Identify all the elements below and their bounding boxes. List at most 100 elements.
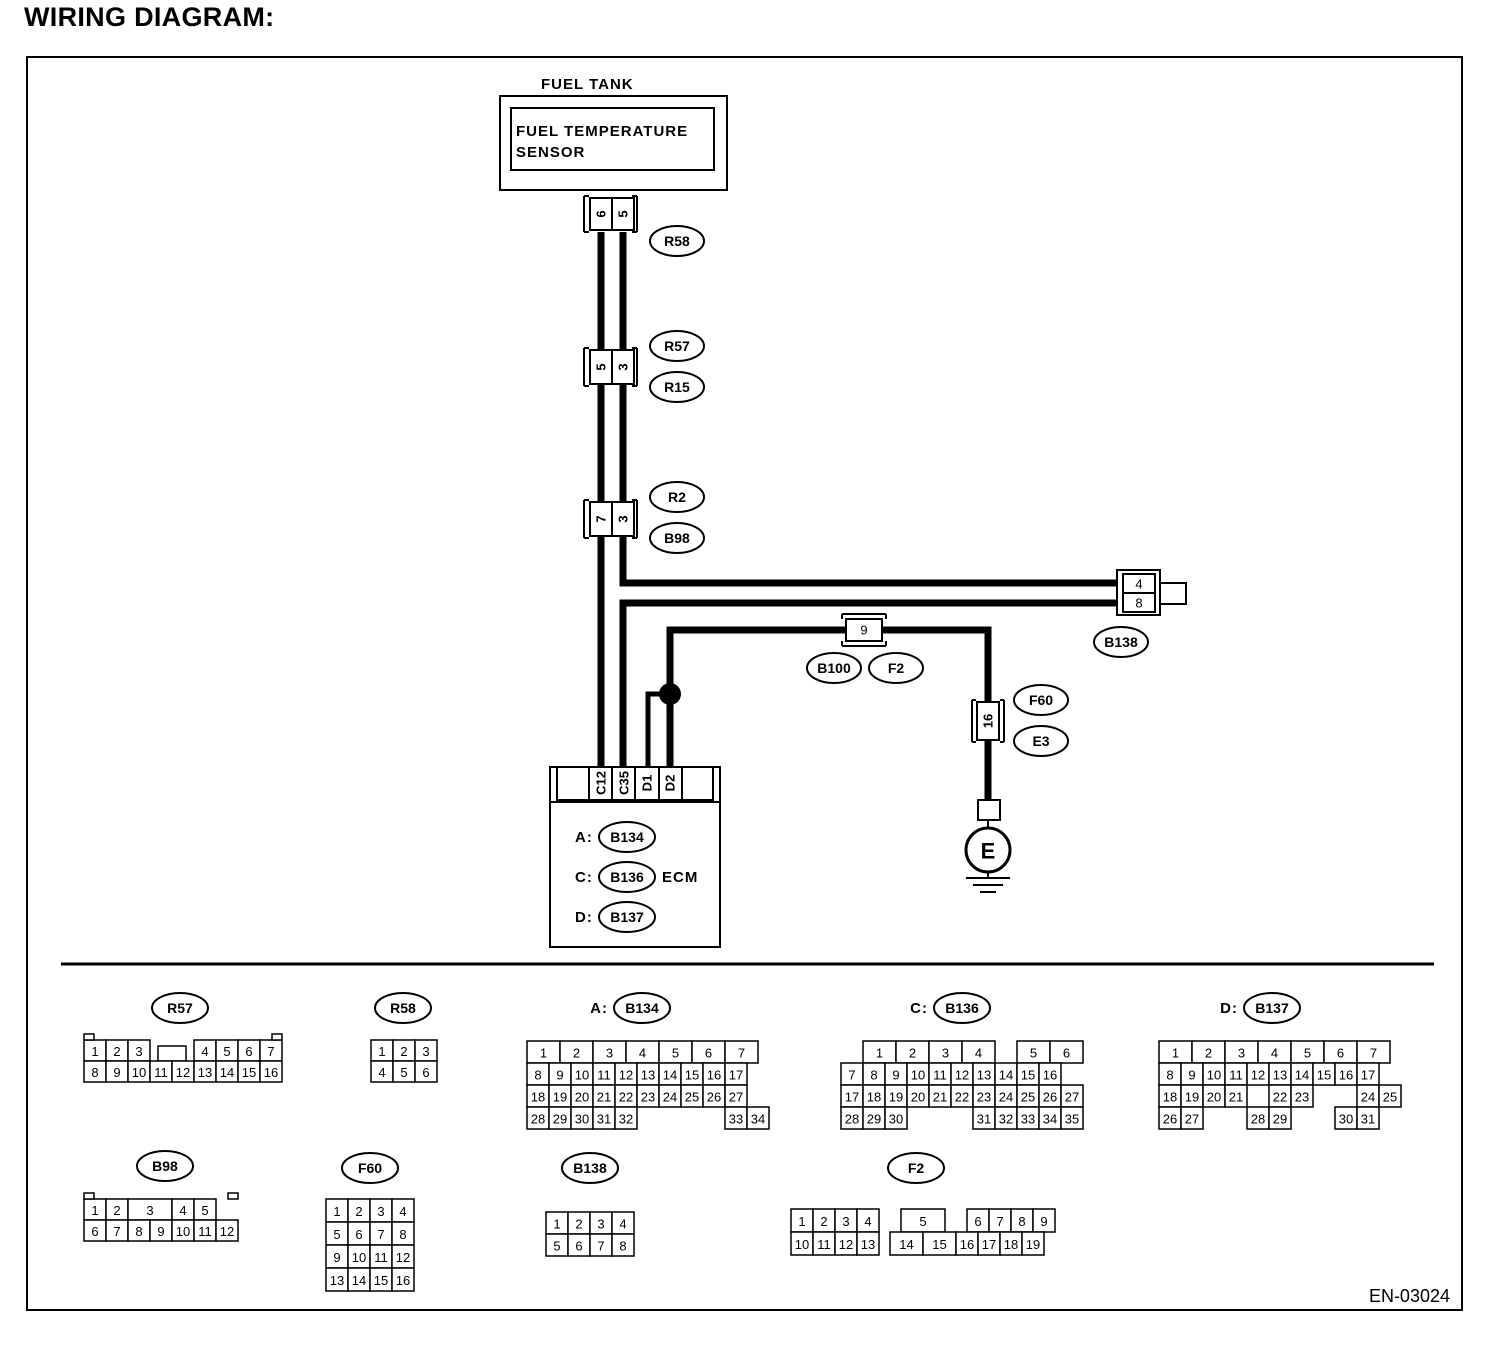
pin-number: 14 bbox=[1295, 1068, 1309, 1083]
face-callout-r58 bbox=[374, 992, 432, 1024]
pin-number: 10 bbox=[911, 1068, 925, 1083]
pin-number: 4 bbox=[201, 1044, 208, 1059]
pin-number: 10 bbox=[1207, 1068, 1221, 1083]
pin-number: 2 bbox=[1205, 1046, 1212, 1061]
pin-number: 9 bbox=[892, 1068, 899, 1083]
pin-number: 9 bbox=[1188, 1068, 1195, 1083]
pin-number: 15 bbox=[374, 1273, 388, 1288]
pin-cell bbox=[1060, 1106, 1084, 1130]
pin-number: 25 bbox=[1021, 1090, 1035, 1105]
pin-cell bbox=[1378, 1084, 1402, 1108]
pin-cell bbox=[391, 1267, 415, 1292]
pin-number: 24 bbox=[1361, 1090, 1375, 1105]
pin-cell bbox=[1290, 1084, 1314, 1108]
pin-number: 12 bbox=[839, 1237, 853, 1252]
pin-number: 7 bbox=[113, 1224, 120, 1239]
svg-text:B100: B100 bbox=[817, 660, 851, 676]
svg-text:F60: F60 bbox=[1029, 692, 1053, 708]
pin-number: 2 bbox=[909, 1046, 916, 1061]
pin-number: 1 bbox=[798, 1214, 805, 1229]
pin-number: 19 bbox=[553, 1090, 567, 1105]
pin-number: 33 bbox=[1021, 1112, 1035, 1127]
face-prefix-b137: D: bbox=[1220, 1000, 1238, 1017]
pin-number: 7 bbox=[996, 1214, 1003, 1229]
pin-number: 31 bbox=[597, 1112, 611, 1127]
pin-number: 4 bbox=[639, 1046, 646, 1061]
pin-number: 9 bbox=[556, 1068, 563, 1083]
pin-number: 27 bbox=[729, 1090, 743, 1105]
pin-number: 15 bbox=[932, 1237, 946, 1252]
pin-number: 22 bbox=[955, 1090, 969, 1105]
sensor-label-line1: FUEL TEMPERATURE bbox=[516, 123, 688, 140]
diagram-frame bbox=[26, 56, 1463, 1311]
face-prefix-b136: C: bbox=[910, 1000, 928, 1017]
pin-number: 17 bbox=[845, 1090, 859, 1105]
pin-number: 1 bbox=[378, 1044, 385, 1059]
pin-number: 29 bbox=[553, 1112, 567, 1127]
face-label-b137: B137 bbox=[1255, 1000, 1289, 1016]
face-label-r58: R58 bbox=[390, 1000, 416, 1016]
pin-number: 13 bbox=[198, 1065, 212, 1080]
pin-number: 7 bbox=[848, 1068, 855, 1083]
pin-number: 1 bbox=[333, 1204, 340, 1219]
pin-number: 5 bbox=[1030, 1046, 1037, 1061]
pin-number: 8 bbox=[534, 1068, 541, 1083]
pin-number: 24 bbox=[999, 1090, 1013, 1105]
b100-pin-9: 9 bbox=[860, 623, 867, 638]
ecm-pin-c35: C35 bbox=[617, 771, 632, 795]
pin-number: 25 bbox=[685, 1090, 699, 1105]
pin-number: 2 bbox=[113, 1203, 120, 1218]
ecm-prefix-a: A: bbox=[575, 829, 593, 846]
b138-pin-8: 8 bbox=[1135, 596, 1142, 611]
pin-number: 18 bbox=[1163, 1090, 1177, 1105]
pin-number: 14 bbox=[352, 1273, 366, 1288]
pin-number: 10 bbox=[352, 1250, 366, 1265]
pin-number: 8 bbox=[870, 1068, 877, 1083]
pin-number: 11 bbox=[933, 1068, 947, 1083]
face-label-f2: F2 bbox=[908, 1160, 925, 1176]
pin-number: 21 bbox=[597, 1090, 611, 1105]
pin-number: 20 bbox=[1207, 1090, 1221, 1105]
pin-number: 16 bbox=[264, 1065, 278, 1080]
pin-number: 9 bbox=[157, 1224, 164, 1239]
pin-number: 12 bbox=[220, 1224, 234, 1239]
pin-cell bbox=[1224, 1084, 1248, 1108]
pin-number: 4 bbox=[1271, 1046, 1278, 1061]
pin-number: 16 bbox=[960, 1237, 974, 1252]
pin-number: 13 bbox=[977, 1068, 991, 1083]
pin-number: 3 bbox=[606, 1046, 613, 1061]
face-callout-b136 bbox=[933, 992, 991, 1024]
pin-number: 30 bbox=[575, 1112, 589, 1127]
face-label-b138: B138 bbox=[573, 1160, 607, 1176]
pin-number: 2 bbox=[820, 1214, 827, 1229]
pin-number: 2 bbox=[575, 1217, 582, 1232]
pin-number: 11 bbox=[154, 1065, 168, 1080]
pin-number: 5 bbox=[333, 1227, 340, 1242]
callout-b100: B100 bbox=[806, 652, 862, 684]
face-callout-b134 bbox=[613, 992, 671, 1024]
ecm-prefix-c: C: bbox=[575, 869, 593, 886]
svg-text:R58: R58 bbox=[664, 233, 690, 249]
pin-number: 2 bbox=[113, 1044, 120, 1059]
svg-text:R57: R57 bbox=[664, 338, 690, 354]
pin-number: 9 bbox=[113, 1065, 120, 1080]
pin-number: 28 bbox=[531, 1112, 545, 1127]
pin-number: 34 bbox=[1043, 1112, 1057, 1127]
callout-b137: B137 bbox=[598, 901, 656, 933]
face-label-r57: R57 bbox=[167, 1000, 193, 1016]
pin-cell bbox=[1356, 1106, 1380, 1130]
pin-number: 5 bbox=[1304, 1046, 1311, 1061]
pin-number: 5 bbox=[400, 1065, 407, 1080]
pin-number: 14 bbox=[220, 1065, 234, 1080]
pin-number: 19 bbox=[1026, 1237, 1040, 1252]
pin-number: 25 bbox=[1383, 1090, 1397, 1105]
pin-number: 8 bbox=[135, 1224, 142, 1239]
pin-cell bbox=[1049, 1040, 1084, 1064]
pin-number: 18 bbox=[1004, 1237, 1018, 1252]
pin-number: 12 bbox=[1251, 1068, 1265, 1083]
